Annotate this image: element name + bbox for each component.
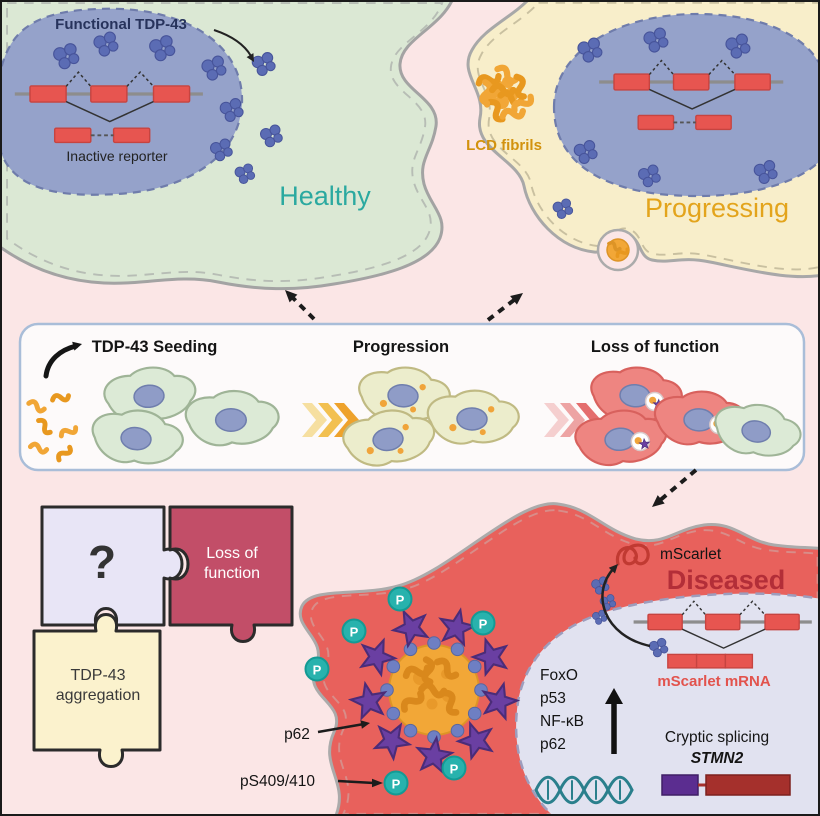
phospho-label: P [313,663,322,678]
phospho-badges: P P P P P P [304,586,496,796]
mscarlet-mrna-label: mScarlet mRNA [657,673,771,690]
progressing-state-label: Progressing [644,193,790,223]
healthy-cell [2,2,456,291]
stmn2-label: STMN2 [690,750,744,767]
lcd-fibrils-icon [477,65,533,121]
dashed-arrow-to-diseased [652,468,698,507]
tf-p62-label: p62 [540,736,566,753]
inactive-reporter-label: Inactive reporter [66,148,168,164]
mscarlet-label: mScarlet [660,546,722,563]
puzzle-piece-aggregation [32,613,162,768]
phospho-label: P [450,762,459,777]
puzzle-group [32,505,294,768]
progressing-cell [466,2,818,279]
progressing-nucleus [552,12,818,198]
lcd-fibrils-label: LCD fibrils [466,137,542,154]
stmn2-gene-icon [661,774,791,796]
arrowhead [72,341,82,351]
arrow-to-tdp43 [213,29,252,57]
phospho-label: P [479,617,488,632]
phospho-label: P [392,777,401,792]
puzzle-piece-loss [168,505,294,643]
export-arrow [601,567,651,648]
ps409-pointer [337,778,383,788]
diseased-nucleus [514,592,818,814]
puzzle-question-label: ? [87,536,117,588]
seeding-arrow [43,343,79,379]
tf-up-arrow [605,688,623,754]
timeline-panel [18,322,805,472]
puzzle-aggregation-label: TDP-43 aggregation [55,667,141,704]
diseased-state-label: Diseased [666,565,786,595]
tf-foxo-label: FoxO [540,667,578,684]
phospho-label: P [350,625,359,640]
healthy-state-label: Healthy [279,181,371,211]
endocytic-pocket [596,228,640,272]
dashed-arrow-to-healthy [285,290,316,321]
phospho-label: P [396,593,405,608]
tf-p53-label: p53 [540,690,566,707]
mscarlet-protein-icon [615,543,650,566]
arrowhead [608,564,618,574]
tf-nfkb-label: NF-κB [540,713,584,730]
stage-label-progression: Progression [352,338,450,356]
p62-pointer [317,720,370,734]
stage-label-seeding: TDP-43 Seeding [91,338,218,356]
dashed-arrow-to-progressing [486,293,523,322]
cryptic-splicing-label: Cryptic splicing [664,729,770,746]
p62-label: p62 [284,726,310,743]
functional-tdp43-label: Functional TDP-43 [55,16,187,33]
dna-icon [534,775,634,805]
stage-label-loss: Loss of function [590,338,720,356]
puzzle-loss-label: Loss of function [203,545,261,582]
diseased-cell: P P P P P P [298,502,818,814]
tdp43-aggregate: P P P P P P [304,586,522,796]
ps409-410-label: pS409/410 [240,773,315,790]
arrowhead [246,53,254,62]
